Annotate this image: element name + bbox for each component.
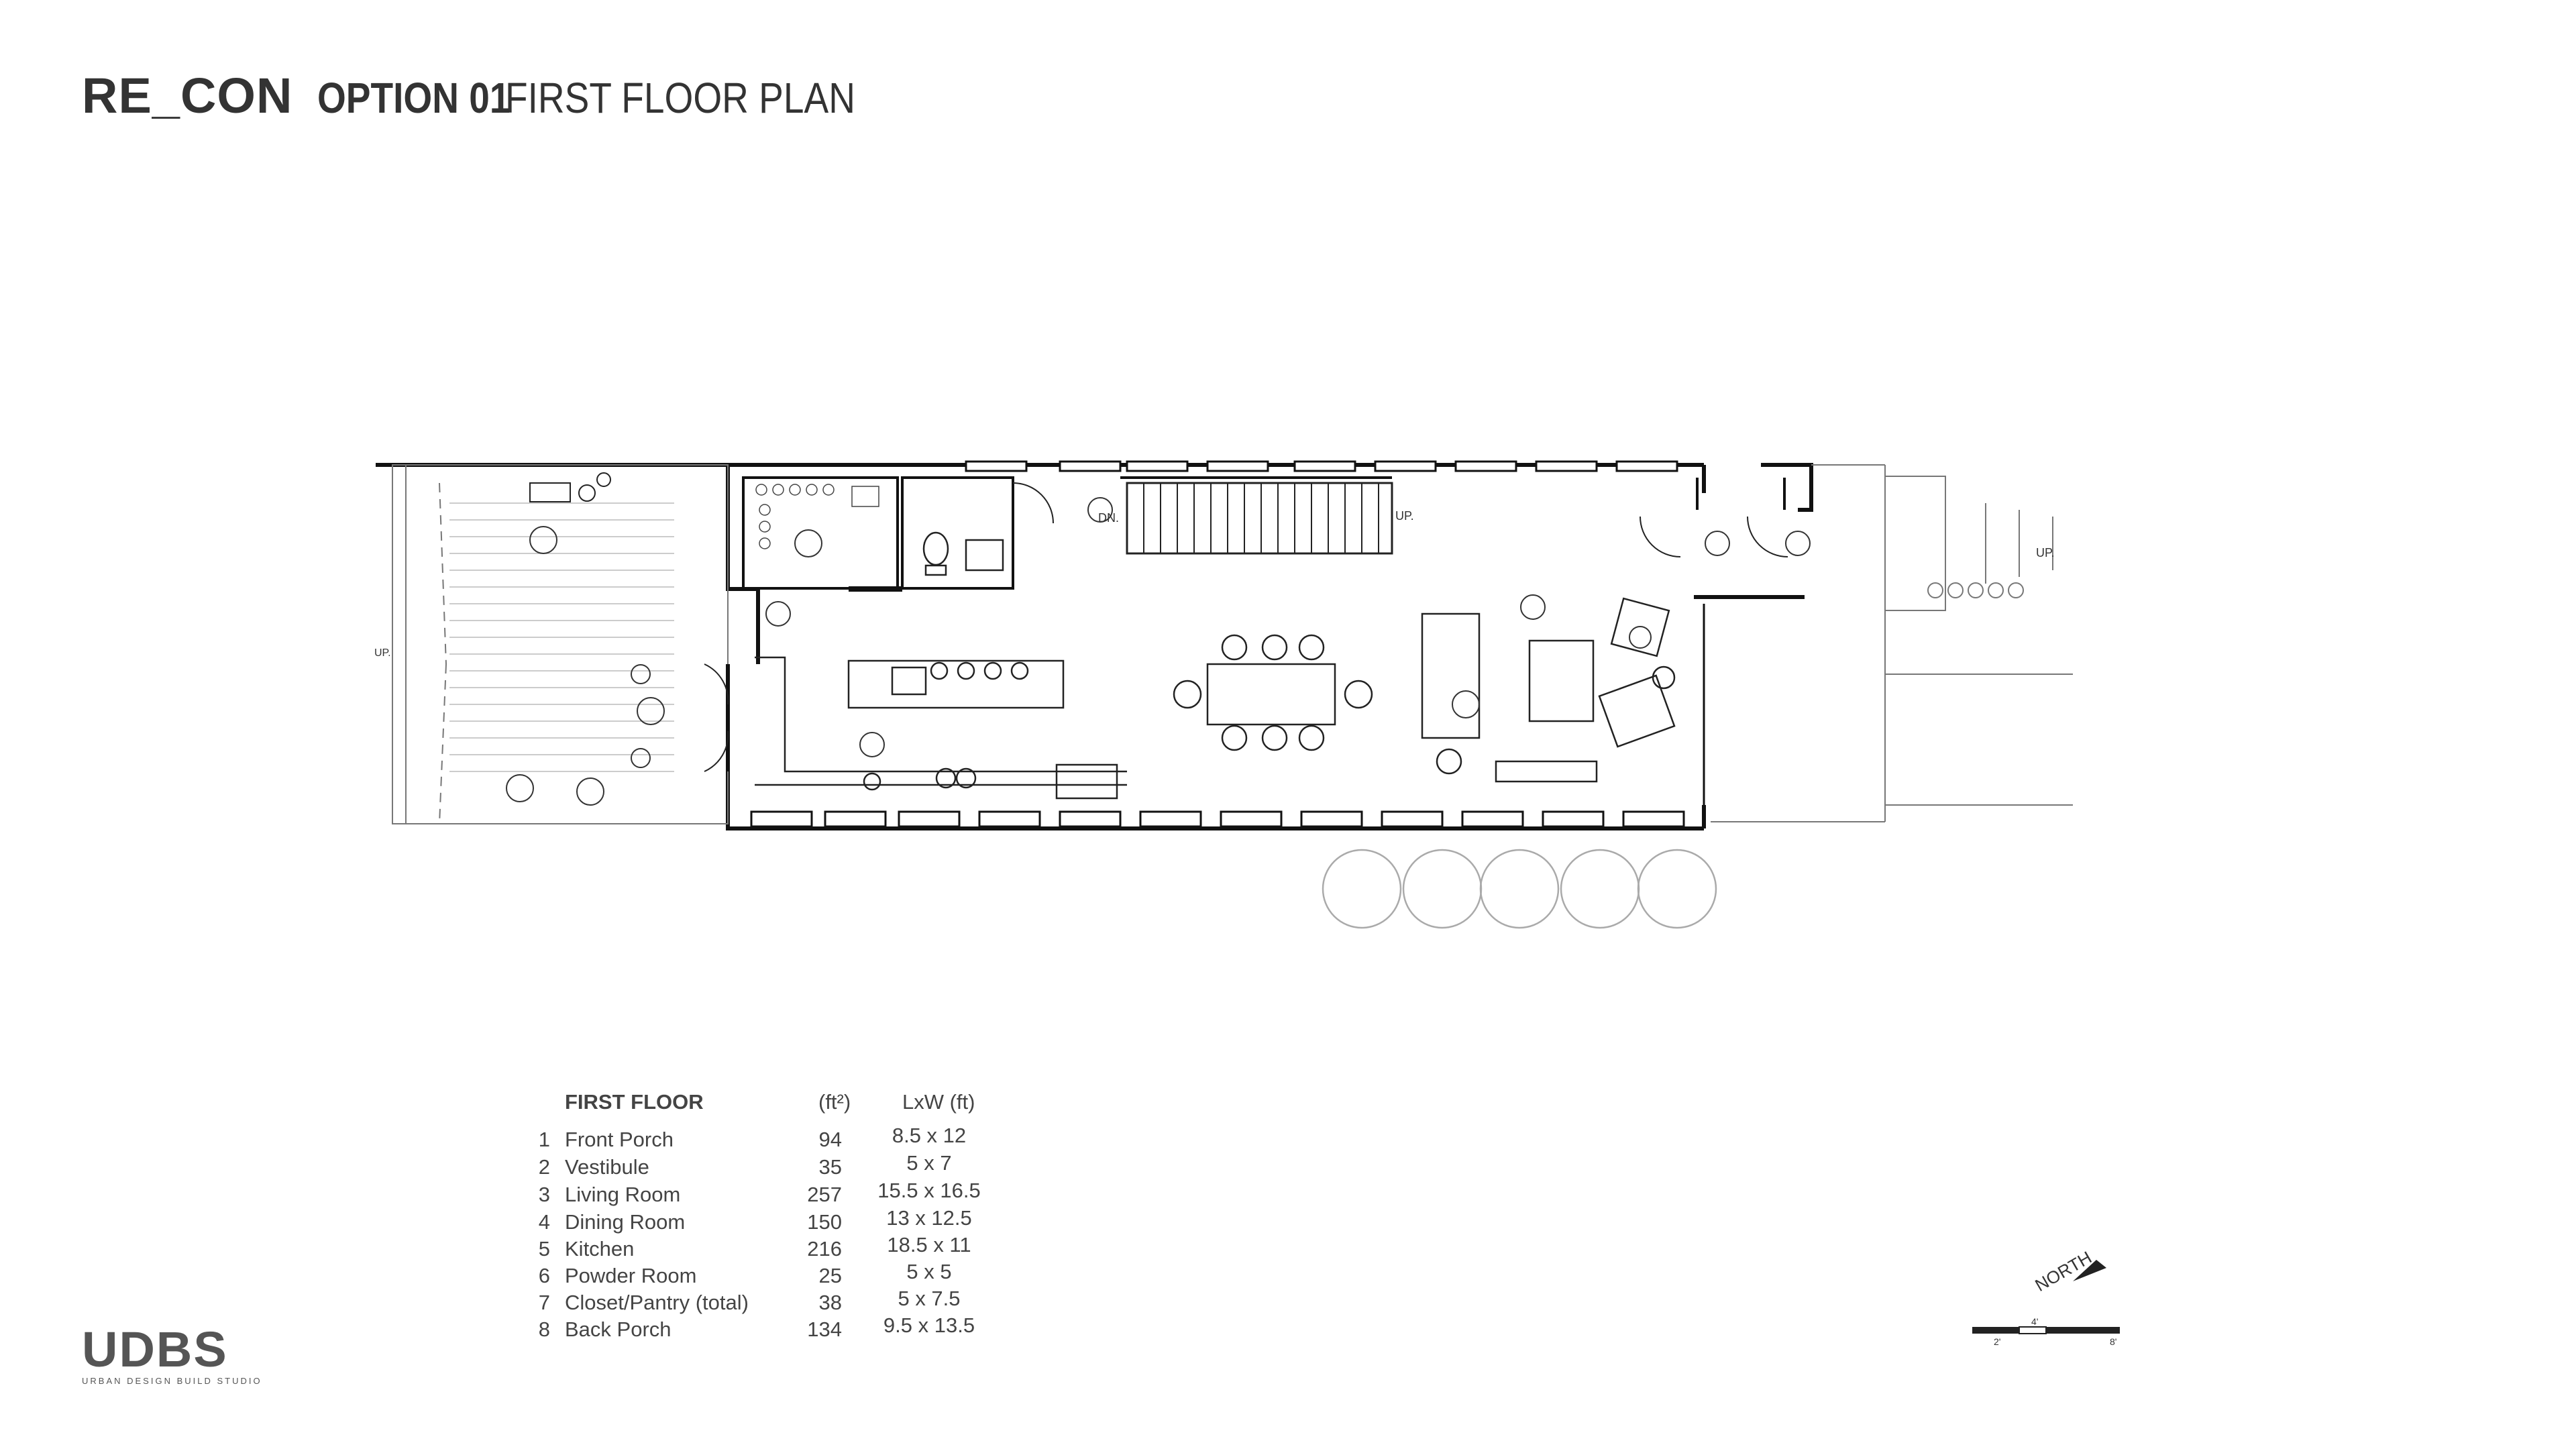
logo-tagline: URBAN DESIGN BUILD STUDIO xyxy=(82,1376,262,1386)
stair-treads xyxy=(1126,482,1393,555)
kitchen-counter xyxy=(755,656,1127,800)
scale-figures xyxy=(506,497,1811,806)
schedule-heading: FIRST FLOOR xyxy=(565,1090,704,1114)
powder-room-fixtures xyxy=(922,531,1004,576)
windows-top xyxy=(965,460,1678,472)
pantry-shelves xyxy=(755,484,879,549)
kitchen-island xyxy=(847,659,1065,709)
scale-label-2: 2' xyxy=(1994,1336,2000,1347)
front-porch xyxy=(392,464,729,824)
back-porch-steps xyxy=(1711,464,2073,822)
interior-walls xyxy=(742,476,1805,599)
up-label-stair: UP. xyxy=(1395,509,1414,523)
trees xyxy=(1322,849,1717,929)
udbs-logo: UDBS URBAN DESIGN BUILD STUDIO xyxy=(82,1322,262,1387)
sheet-title: RE_CON OPTION 01 FIRST FLOOR PLAN xyxy=(82,67,912,124)
up-label-back: UP. xyxy=(2036,546,2055,559)
sheet-name: FIRST FLOOR PLAN xyxy=(505,74,856,122)
north-arrow-icon xyxy=(2073,1260,2106,1281)
doors xyxy=(704,482,1788,772)
schedule-area-header: (ft²) xyxy=(818,1090,851,1114)
scale-bar: 2' 4' 8' xyxy=(1972,1316,2120,1347)
dn-label: DN. xyxy=(1098,511,1119,525)
schedule-dims-header: LxW (ft) xyxy=(902,1090,975,1114)
dining-table xyxy=(1173,634,1373,751)
porch-bench xyxy=(529,472,611,502)
up-label-porch: UP. xyxy=(374,647,391,659)
porch-decking xyxy=(449,502,674,772)
scale-label-4: 4' xyxy=(2031,1316,2038,1327)
living-furniture xyxy=(1421,597,1676,783)
project-name: RE_CON xyxy=(82,68,293,123)
logo-mark: UDBS xyxy=(82,1322,228,1377)
option-label: OPTION 01 xyxy=(317,74,511,122)
windows-bottom xyxy=(750,810,1685,828)
scale-label-8: 8' xyxy=(2110,1336,2116,1347)
